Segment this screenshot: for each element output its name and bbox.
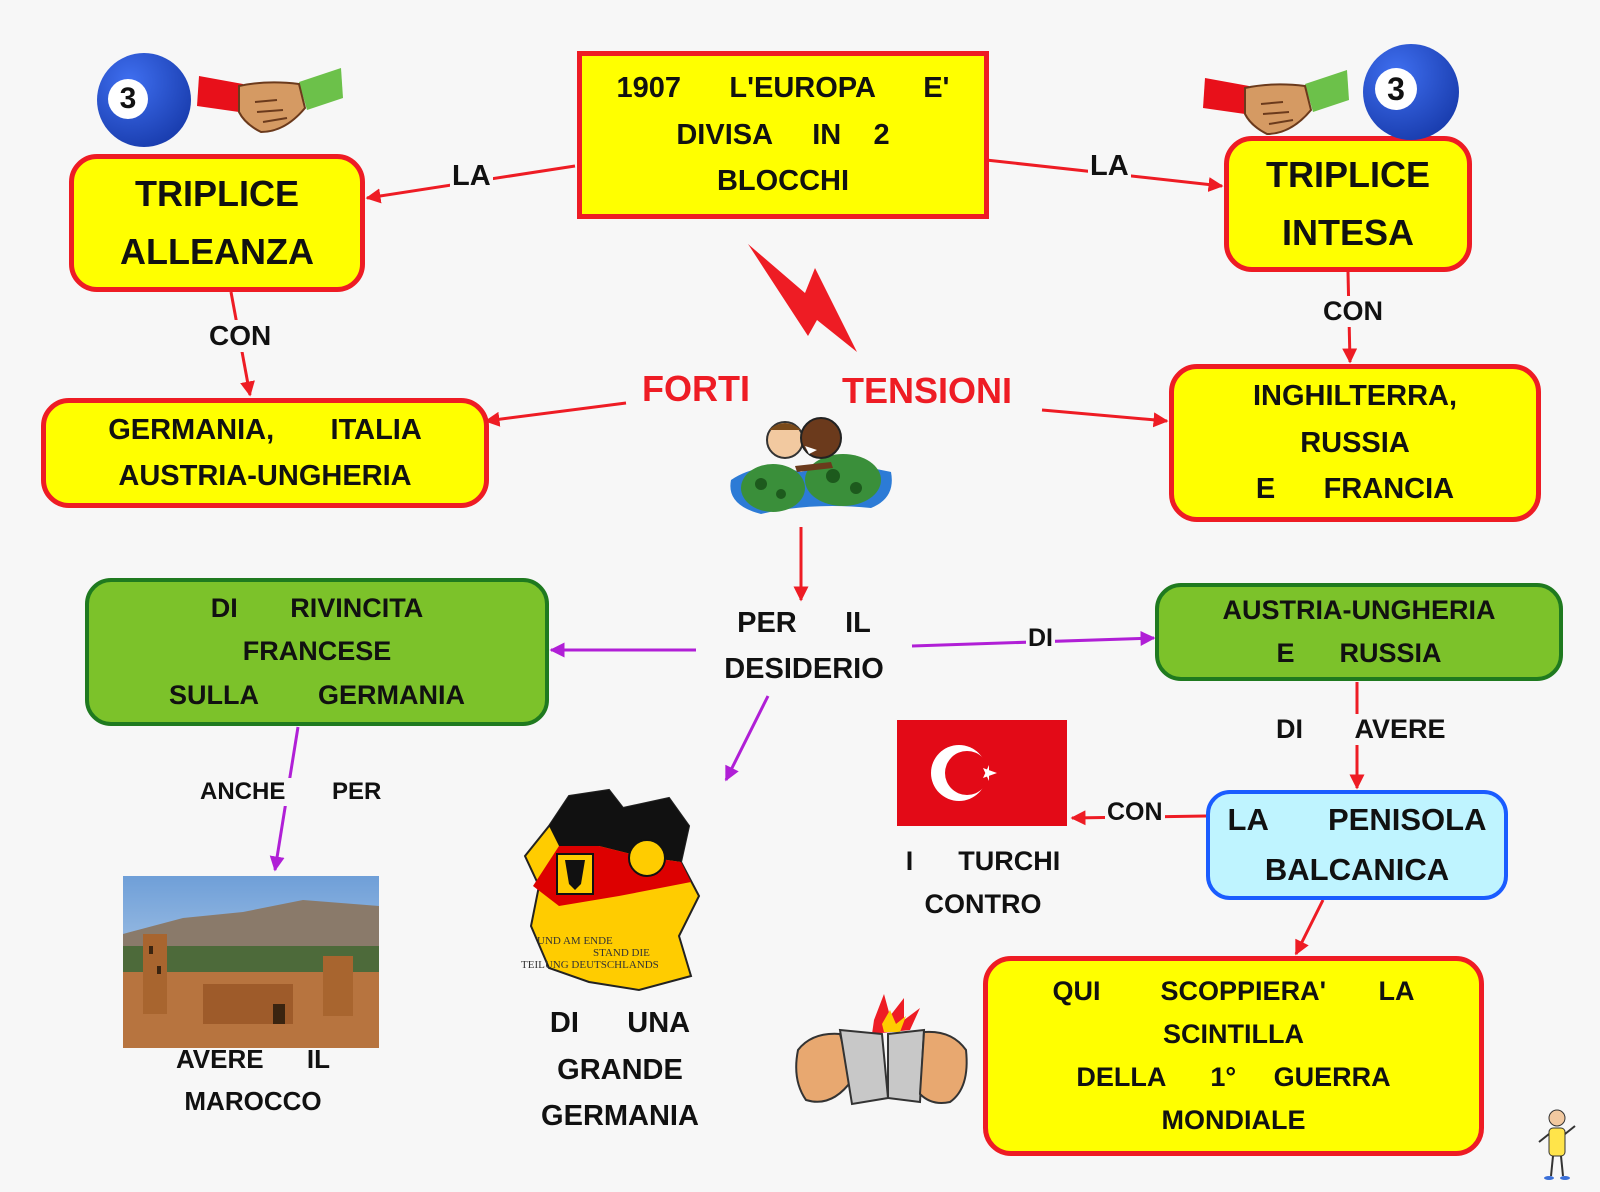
alliance-line-1: TRIPLICE <box>134 173 299 215</box>
connector-con-left: CON <box>207 320 274 352</box>
entente-members-line-3: E FRANCIA <box>1255 473 1455 506</box>
turks-caption: I TURCHI CONTRO <box>878 842 1088 924</box>
austria-russia-box: AUSTRIA-UNGHERIA E RUSSIA <box>1155 583 1563 681</box>
arrow-desiderio-to-germany <box>724 695 770 782</box>
balkan-line-2: BALCANICA <box>1264 852 1450 887</box>
title-line-1: 1907 L'EUROPA E' <box>616 72 950 105</box>
austria-russia-line-1: AUSTRIA-UNGHERIA <box>1222 594 1496 625</box>
revenge-line-2: FRANCESE <box>242 636 392 667</box>
balkan-line-1: LA PENISOLA <box>1227 802 1487 838</box>
desiderio-line-1: PER IL <box>737 606 871 639</box>
morocco-line-1: AVERE IL <box>175 1044 331 1075</box>
forti-label: FORTI <box>642 368 750 409</box>
french-revenge-box: DI RIVINCITA FRANCESE SULLA GERMANIA <box>85 578 549 726</box>
entente-line-2: INTESA <box>1281 212 1414 253</box>
entente-line-1: TRIPLICE <box>1265 154 1430 196</box>
germany-caption: DI UNA GRANDE GERMANIA <box>518 1004 722 1136</box>
lightning-bolt-icon <box>748 244 857 352</box>
map-caption-line-1: UND AM ENDE <box>537 935 613 947</box>
alliance-members-line-2: AUSTRIA-UNGHERIA <box>118 460 412 492</box>
map-caption-line-2: STAND DIE <box>593 947 650 959</box>
arrow-tension-to-entente-members <box>1041 408 1169 428</box>
balkan-peninsula-box: LA PENISOLA BALCANICA <box>1206 790 1508 900</box>
connector-anche-per: ANCHE PER <box>198 778 384 806</box>
turkey-flag-icon <box>897 720 1067 826</box>
connector-con-right: CON <box>1321 296 1385 327</box>
divided-germany-map-image: UND AM ENDE STAND DIE TEILUNG DEUTSCHLAN… <box>521 788 701 992</box>
connector-la-right: LA <box>1088 150 1131 183</box>
connector-la-left: LA <box>450 160 493 193</box>
connector-di-avere: DI AVERE <box>1274 714 1448 745</box>
map-caption-line-3: TEILUNG DEUTSCHLANDS <box>521 959 659 971</box>
revenge-line-3: SULLA GERMANIA <box>169 679 465 710</box>
alliance-members-line-1: GERMANIA, ITALIA <box>108 413 422 446</box>
badge-three-right-icon: 3 <box>1363 44 1459 140</box>
desiderio-line-2: DESIDERIO <box>724 653 884 685</box>
handshake-left-icon <box>197 68 343 134</box>
alliance-line-2: ALLEANZA <box>120 231 314 272</box>
morocco-caption: AVERE IL MAROCCO <box>158 1040 348 1122</box>
arrow-balkan-to-spark <box>1294 899 1325 956</box>
germany-line-2: GRANDE <box>557 1053 683 1086</box>
handshake-right-icon <box>1203 70 1349 136</box>
tensioni-label: TENSIONI <box>842 370 1013 411</box>
title-box: 1907 L'EUROPA E' DIVISA IN 2 BLOCCHI <box>577 51 989 219</box>
spark-line-4: MONDIALE <box>1161 1105 1306 1136</box>
title-line-3: BLOCCHI <box>716 165 850 198</box>
spark-box: QUI SCOPPIERA' LA SCINTILLA DELLA 1° GUE… <box>983 956 1484 1156</box>
spark-line-3: DELLA 1° GUERRA <box>1076 1062 1391 1092</box>
spark-line-2: SCINTILLA <box>1163 1018 1304 1049</box>
turks-line-1: I TURCHI <box>905 845 1061 876</box>
turks-line-2: CONTRO <box>924 889 1042 919</box>
austria-russia-line-2: E RUSSIA <box>1276 638 1442 668</box>
triple-alliance-box: TRIPLICE ALLEANZA <box>69 154 365 292</box>
arguing-soldiers-icon <box>730 417 892 514</box>
entente-members-line-2: RUSSIA <box>1300 426 1410 459</box>
badge-three-left-label: 3 <box>108 79 148 119</box>
mascot-icon <box>1538 1109 1576 1180</box>
germany-line-3: GERMANIA <box>541 1100 699 1133</box>
entente-members-line-1: INGHILTERRA, <box>1252 380 1458 413</box>
title-line-2: DIVISA IN 2 <box>676 118 890 151</box>
triple-entente-box: TRIPLICE INTESA <box>1224 136 1472 272</box>
badge-three-left-icon: 3 <box>97 53 191 147</box>
morocco-kasbah-image <box>123 876 379 1048</box>
clashing-fists-icon <box>795 994 968 1106</box>
morocco-line-2: MAROCCO <box>184 1086 322 1116</box>
arrow-tension-to-alliance-members <box>484 401 627 427</box>
desiderio-label: PER IL DESIDERIO <box>700 596 908 696</box>
spark-line-1: QUI SCOPPIERA' LA <box>1052 975 1415 1006</box>
entente-members-box: INGHILTERRA, RUSSIA E FRANCIA <box>1169 364 1541 522</box>
alliance-members-box: GERMANIA, ITALIA AUSTRIA-UNGHERIA <box>41 398 489 508</box>
badge-three-right-label: 3 <box>1375 68 1417 110</box>
connector-di: DI <box>1026 624 1055 653</box>
connector-con-turks: CON <box>1105 798 1165 827</box>
revenge-line-1: DI RIVINCITA <box>210 593 424 624</box>
germany-line-1: DI UNA <box>549 1007 691 1040</box>
